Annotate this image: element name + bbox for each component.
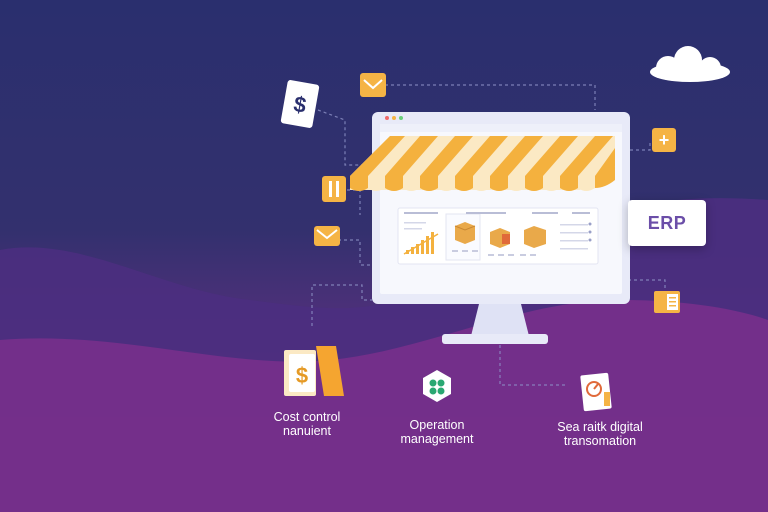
- cost-control-icon: $: [284, 346, 344, 396]
- feature-cost-control-line2: nanuient: [283, 424, 331, 438]
- monitor-stand: [442, 300, 548, 344]
- digital-transformation-icon: [580, 372, 612, 412]
- feature-cost-control-line1: Cost control: [273, 410, 341, 424]
- settings-list: [532, 212, 592, 250]
- dollar-document-icon: $: [280, 80, 320, 128]
- mail-icon: [314, 226, 340, 246]
- feature-cost-control: Cost control nanuient: [262, 410, 352, 438]
- erp-label: ERP: [647, 212, 687, 233]
- packages-icon: [466, 212, 546, 256]
- package-box-icon: [445, 213, 481, 261]
- cost-dollar-symbol: $: [296, 363, 308, 388]
- feature-digital-transformation: Sea raitk digital transomation: [548, 420, 652, 448]
- feature-operation-management: Operation management: [390, 418, 484, 446]
- svg-text:+: +: [659, 130, 670, 150]
- feature-digital-line1: Sea raitk digital: [557, 420, 643, 434]
- pause-tile-icon: [322, 176, 346, 202]
- dollar-document-symbol: $: [292, 91, 308, 118]
- feature-operation-line2: management: [400, 432, 474, 446]
- operation-management-icon: [423, 370, 451, 402]
- feature-digital-line2: transomation: [563, 434, 637, 448]
- cloud-icon: [650, 46, 730, 82]
- background-wave-purple: [0, 300, 768, 512]
- dashboard-content: [397, 207, 599, 265]
- plus-icon: +: [652, 128, 676, 152]
- envelope-icon: [360, 73, 386, 97]
- list-document-icon: [654, 291, 680, 313]
- awning-scallops: [350, 166, 615, 191]
- mini-bar-chart: [403, 212, 439, 255]
- feature-operation-line1: Operation: [409, 418, 465, 432]
- erp-card: ERP: [628, 200, 706, 246]
- store-awning: [350, 136, 615, 191]
